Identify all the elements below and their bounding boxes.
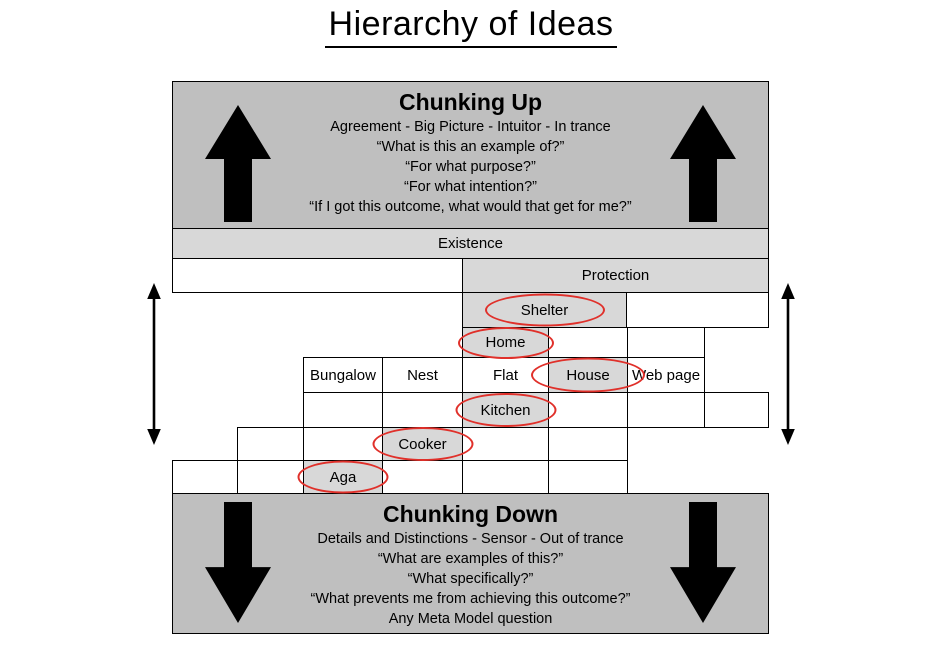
- cell-shelter: Shelter: [463, 293, 627, 327]
- chunking-down-line: Any Meta Model question: [388, 611, 553, 627]
- cell-cooker: Cooker: [372, 427, 473, 461]
- down-arrow-icon: [670, 502, 736, 623]
- cell-empty: [549, 328, 628, 357]
- cell-kitchen: Kitchen: [455, 393, 556, 427]
- row-shelter: Shelter: [462, 292, 769, 328]
- row-home: Home: [457, 326, 705, 359]
- cell-empty: [549, 428, 627, 460]
- cell-aga: Aga: [297, 460, 389, 494]
- kitchen-label: Kitchen: [480, 401, 531, 419]
- row-existence: Existence: [172, 228, 769, 259]
- cell-protection: Protection: [463, 259, 768, 292]
- row-kitchen: Kitchen: [303, 392, 769, 428]
- cell-empty: [238, 428, 304, 460]
- cell-existence: Existence: [173, 229, 768, 258]
- home-label: Home: [485, 334, 526, 351]
- existence-label: Existence: [437, 235, 504, 252]
- chunking-down-line: “What specifically?”: [407, 571, 534, 587]
- cell-empty: [628, 393, 705, 427]
- cell-empty: [173, 461, 238, 493]
- cell-empty: [173, 259, 463, 292]
- chunking-up-heading: Chunking Up: [398, 89, 543, 115]
- chunking-down-line: “What are examples of this?”: [377, 551, 564, 567]
- cell-empty: [549, 461, 627, 493]
- nest-label: Nest: [407, 366, 438, 384]
- cell-empty: [628, 328, 704, 357]
- chunking-down-line: Details and Distinctions - Sensor - Out …: [317, 531, 624, 547]
- cell-web-page: Web page: [628, 358, 704, 392]
- chunking-up-line: “What is this an example of?”: [376, 139, 565, 155]
- cell-home: Home: [457, 326, 554, 359]
- aga-label: Aga: [329, 468, 357, 486]
- page-title: Hierarchy of Ideas: [0, 5, 942, 48]
- chunking-up-line: Agreement - Big Picture - Intuitor - In …: [330, 119, 611, 135]
- cell-empty: [705, 393, 768, 427]
- shelter-label: Shelter: [520, 301, 569, 319]
- chunking-down-heading: Chunking Down: [382, 501, 559, 527]
- cooker-label: Cooker: [398, 435, 447, 453]
- house-label: House: [566, 366, 610, 384]
- vertical-double-arrow-icon: [778, 283, 798, 445]
- cell-empty: [304, 428, 383, 460]
- row-cooker: Cooker: [237, 427, 628, 461]
- flat-label: Flat: [492, 366, 518, 384]
- chunking-up-box: Chunking Up Agreement - Big Picture - In…: [172, 81, 769, 229]
- cell-nest: Nest: [383, 358, 463, 392]
- chunking-down-line: “What prevents me from achieving this ou…: [310, 591, 631, 607]
- cell-empty: [463, 461, 549, 493]
- down-arrow-icon: [205, 502, 271, 623]
- cell-empty: [304, 393, 383, 427]
- chunking-up-line: “If I got this outcome, what would that …: [309, 199, 632, 215]
- cell-empty: [627, 293, 768, 327]
- cell-flat: Flat: [463, 358, 549, 392]
- row-examples: Bungalow Nest Flat House Web page: [303, 357, 705, 393]
- cell-empty: [549, 393, 628, 427]
- cell-empty: [383, 393, 463, 427]
- protection-label: Protection: [581, 267, 650, 284]
- up-arrow-icon: [670, 105, 736, 222]
- chunking-up-line: “For what purpose?”: [405, 159, 536, 175]
- chunking-down-box: Chunking Down Details and Distinctions -…: [172, 493, 769, 634]
- page-title-text: Hierarchy of Ideas: [324, 5, 618, 48]
- cell-empty: [238, 461, 304, 493]
- chunking-up-line: “For what intention?”: [404, 179, 537, 195]
- cell-house: House: [531, 357, 645, 393]
- bungalow-label: Bungalow: [310, 366, 376, 384]
- vertical-double-arrow-icon: [144, 283, 164, 445]
- cell-empty: [463, 428, 549, 460]
- cell-bungalow: Bungalow: [304, 358, 383, 392]
- row-protection: Protection: [172, 258, 769, 293]
- web-page-label: Web page: [631, 366, 701, 384]
- cell-empty: [383, 461, 463, 493]
- row-aga: Aga: [172, 460, 628, 494]
- up-arrow-icon: [205, 105, 271, 222]
